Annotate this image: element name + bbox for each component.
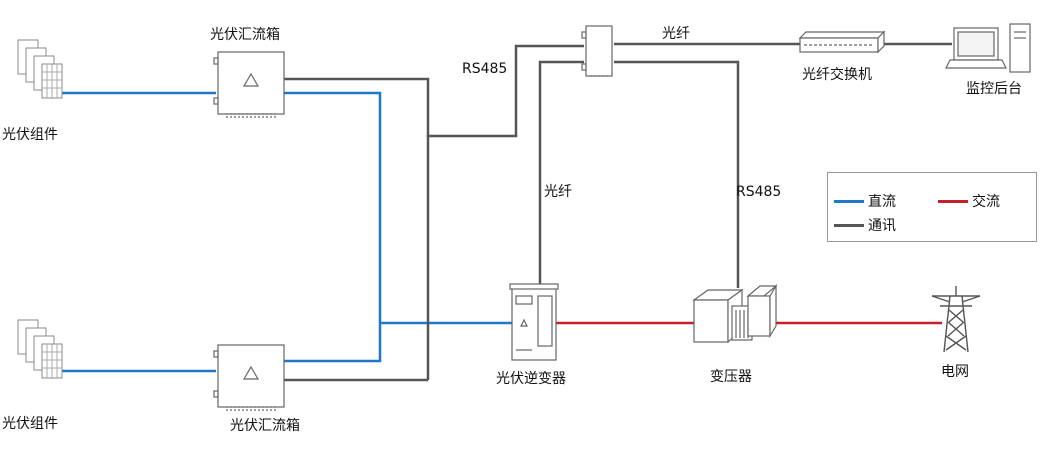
- dc-lines: [55, 91, 512, 373]
- inverter-label: 光伏逆变器: [496, 371, 566, 387]
- rs485-label-left: RS485: [462, 61, 508, 77]
- comm-line-rs485-left: [428, 44, 584, 138]
- solar-panel-icon: [17, 319, 63, 379]
- monitor-label: 监控后台: [966, 81, 1022, 97]
- comm-line-fiber-mid: [538, 60, 584, 290]
- legend-item-dc: 直流: [834, 191, 896, 211]
- combiner-label-bottom: 光伏汇流箱: [230, 418, 300, 434]
- legend-swatch-ac: [938, 199, 968, 203]
- fiber-label-mid: 光纤: [544, 184, 572, 200]
- data-logger-icon: [581, 25, 613, 77]
- comm-line-rs485-right: [614, 60, 740, 288]
- legend-swatch-dc: [834, 199, 864, 203]
- legend-item-ac: 交流: [938, 191, 1000, 211]
- network-switch-icon: [798, 30, 886, 54]
- legend-label-dc: 直流: [868, 194, 896, 210]
- rs485-label-right: RS485: [736, 184, 782, 200]
- combiner-box-icon: [213, 344, 285, 411]
- transformer-label: 变压器: [710, 369, 752, 385]
- dc-line-combiner-top: [284, 91, 382, 323]
- transformer-icon: [692, 283, 778, 344]
- inverter-icon: [509, 283, 559, 361]
- pv-module-label-top: 光伏组件: [2, 127, 58, 143]
- comm-line-combiner-top: [284, 77, 430, 380]
- combiner-label-top: 光伏汇流箱: [210, 27, 280, 43]
- fiber-label-top: 光纤: [662, 26, 690, 42]
- computer-icon: [945, 23, 1031, 73]
- comm-lines: [284, 42, 952, 382]
- transmission-tower-icon: [931, 286, 981, 353]
- legend: 直流 交流 通讯: [827, 172, 1037, 242]
- fiber-switch-label: 光纤交换机: [802, 67, 872, 83]
- grid-label: 电网: [941, 364, 969, 380]
- pv-module-label-bottom: 光伏组件: [2, 416, 58, 432]
- solar-panel-icon: [17, 39, 63, 99]
- legend-label-comm: 通讯: [868, 218, 896, 234]
- legend-item-comm: 通讯: [834, 215, 896, 235]
- legend-swatch-comm: [834, 223, 864, 227]
- dc-line-combiner-bottom: [284, 323, 382, 363]
- combiner-box-icon: [213, 51, 285, 118]
- legend-label-ac: 交流: [972, 194, 1000, 210]
